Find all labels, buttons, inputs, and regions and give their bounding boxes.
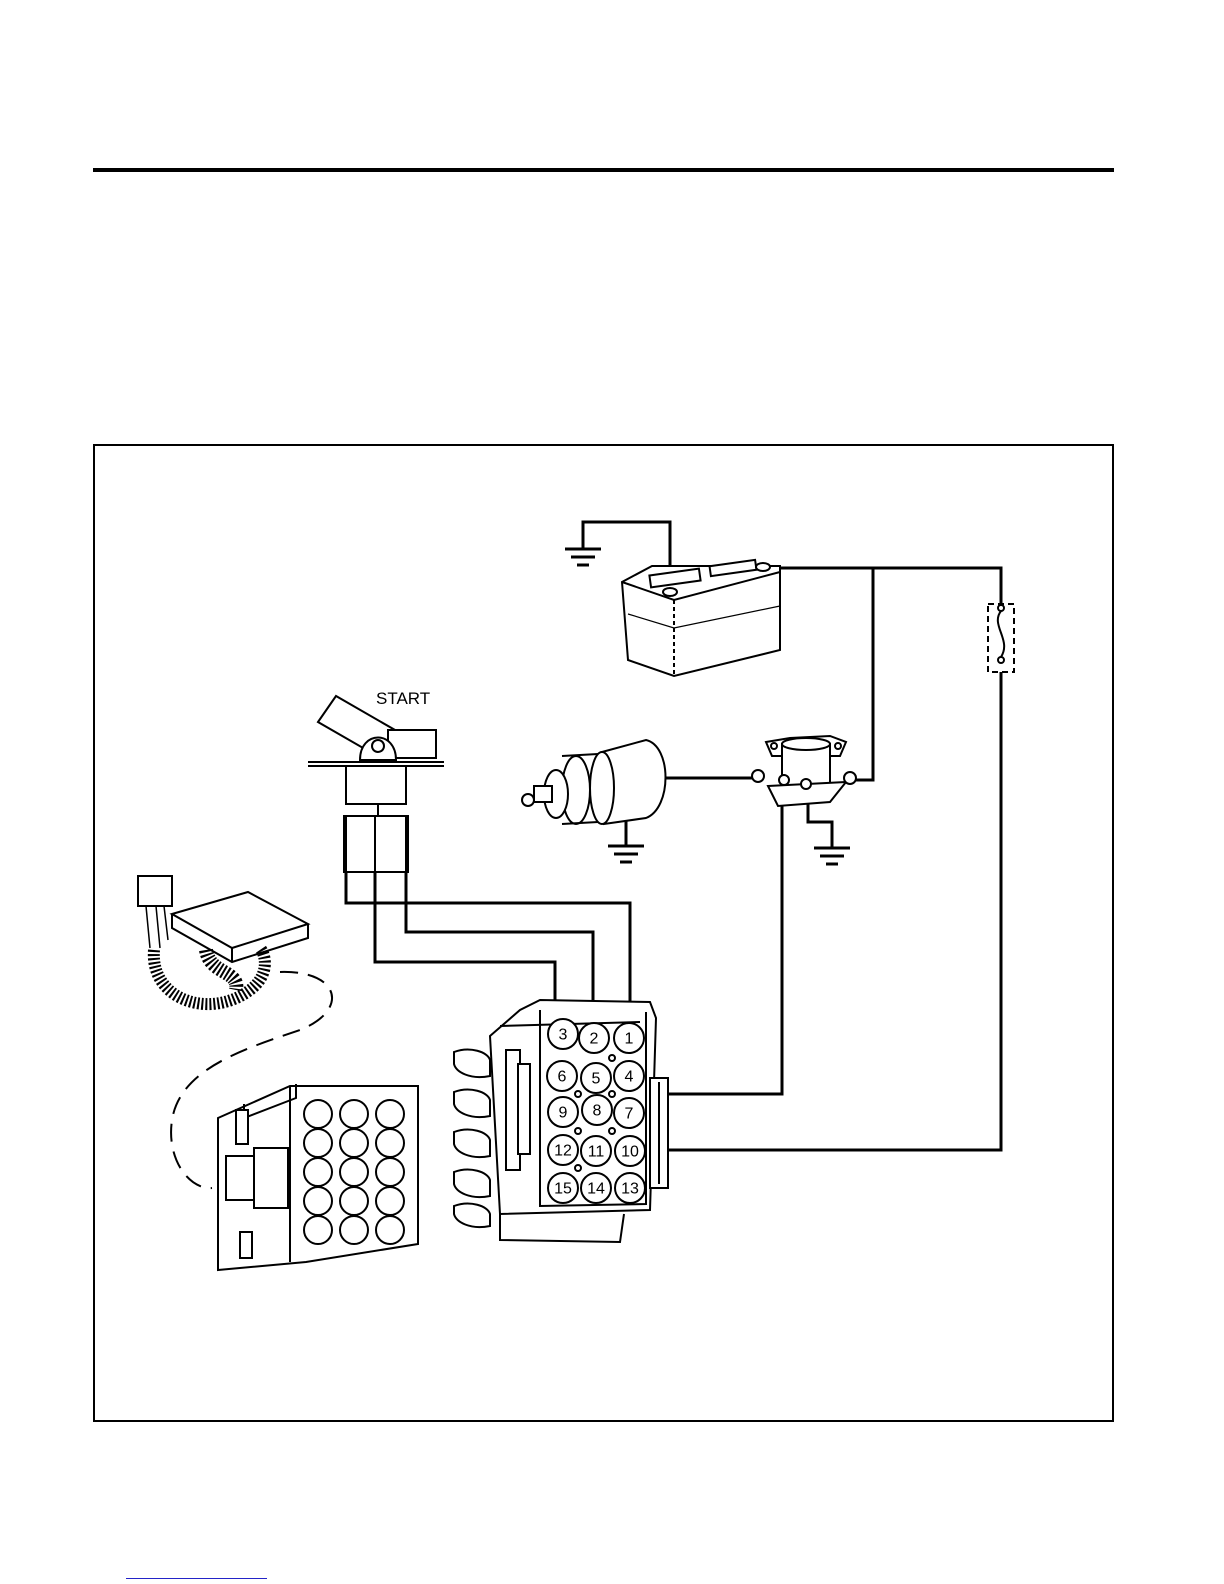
pin-4: 4 <box>614 1061 644 1091</box>
svg-text:10: 10 <box>621 1144 639 1161</box>
pin-11: 11 <box>581 1136 611 1166</box>
wire-switch-to-pin3 <box>375 870 555 1018</box>
start-switch-icon <box>308 696 444 872</box>
pin-8: 8 <box>582 1095 612 1125</box>
svg-text:7: 7 <box>625 1106 634 1123</box>
svg-text:4: 4 <box>625 1069 634 1086</box>
pin-13: 13 <box>615 1173 645 1203</box>
svg-text:6: 6 <box>558 1069 567 1086</box>
pin-9: 9 <box>548 1097 578 1127</box>
wire-switch-to-pin1 <box>346 870 630 1018</box>
pin-12: 12 <box>548 1135 578 1165</box>
ground-icon <box>608 846 644 862</box>
pin-2: 2 <box>579 1023 609 1053</box>
pin-10: 10 <box>615 1136 645 1166</box>
svg-text:13: 13 <box>621 1181 639 1198</box>
starter-motor-icon <box>522 740 666 824</box>
svg-text:9: 9 <box>559 1105 568 1122</box>
svg-text:8: 8 <box>593 1103 602 1120</box>
pin-5: 5 <box>581 1063 611 1093</box>
ground-icon <box>565 549 601 565</box>
starter-solenoid-icon <box>752 736 856 806</box>
svg-text:15: 15 <box>554 1181 572 1198</box>
pin-14: 14 <box>581 1173 611 1203</box>
svg-text:12: 12 <box>554 1143 572 1160</box>
svg-text:3: 3 <box>559 1027 568 1044</box>
wire-switch-to-pin2 <box>406 870 593 1018</box>
svg-text:2: 2 <box>590 1031 599 1048</box>
wire-solenoid-ground <box>808 800 832 847</box>
svg-text:14: 14 <box>587 1181 605 1198</box>
pin-6: 6 <box>547 1061 577 1091</box>
connector-pins: 1 2 3 4 5 6 7 8 9 10 11 12 13 14 15 <box>547 1019 645 1203</box>
pin-3: 3 <box>548 1019 578 1049</box>
pin-1: 1 <box>614 1023 644 1053</box>
pin-15: 15 <box>548 1173 578 1203</box>
battery-icon <box>622 560 780 676</box>
control-module-icon <box>138 876 308 1004</box>
fuse-icon <box>988 604 1014 672</box>
start-label: START <box>376 689 430 708</box>
wire-positive-to-solenoid <box>852 568 873 780</box>
wire-battery-positive <box>765 568 1001 604</box>
svg-text:11: 11 <box>588 1144 605 1161</box>
ground-icon <box>814 848 850 864</box>
mating-connector-icon <box>218 1084 418 1270</box>
svg-text:5: 5 <box>592 1071 601 1088</box>
pin-7: 7 <box>614 1098 644 1128</box>
svg-text:1: 1 <box>625 1031 634 1048</box>
